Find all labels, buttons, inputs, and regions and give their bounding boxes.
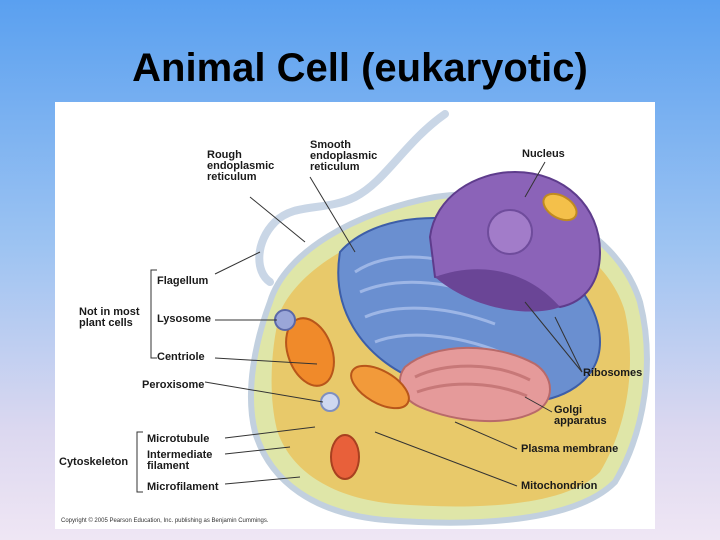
- label-cytoskeleton: Cytoskeleton: [59, 456, 129, 468]
- copyright-note: Copyright © 2005 Pearson Education, Inc.…: [61, 518, 269, 524]
- label-not-in-most: Not in most plant cells: [79, 306, 140, 329]
- flagellum-shape: [255, 110, 449, 286]
- not-in-most-bracket: [150, 269, 157, 359]
- label-nucleus: Nucleus: [522, 148, 565, 160]
- label-mitochondrion: Mitochondrion: [521, 480, 598, 492]
- mitochondrion-shape-1: [285, 317, 335, 387]
- label-smooth-er: Smooth endoplasmic reticulum: [310, 139, 378, 173]
- animal-cell-illustration: [136, 110, 650, 526]
- lysosome-shape: [274, 309, 296, 331]
- vesicle-shape: [542, 192, 578, 222]
- label-lysosome: Lysosome: [157, 313, 212, 325]
- label-plasma-membrane: Plasma membrane: [521, 443, 619, 455]
- cytoskeleton-bracket: [136, 431, 143, 493]
- mitochondrion-shape-2: [350, 364, 410, 410]
- cell-diagram-panel: Rough endoplasmic reticulum Smooth endop…: [55, 102, 655, 529]
- label-centriole: Centriole: [157, 351, 205, 363]
- leader-lines: [204, 161, 583, 487]
- mitochondrion-shape-3: [330, 434, 360, 480]
- label-flagellum: Flagellum: [157, 275, 209, 287]
- label-rough-er: Rough endoplasmic reticulum: [207, 149, 275, 183]
- label-ribosomes: Ribosomes: [583, 367, 643, 379]
- slide-title: Animal Cell (eukaryotic): [132, 46, 588, 90]
- label-intermediate: Intermediate filament: [147, 449, 213, 472]
- label-golgi: Golgi apparatus: [554, 404, 607, 427]
- label-microtubule: Microtubule: [147, 433, 210, 445]
- label-microfilament: Microfilament: [147, 481, 219, 493]
- label-peroxisome: Peroxisome: [142, 379, 205, 391]
- peroxisome-shape: [320, 392, 340, 412]
